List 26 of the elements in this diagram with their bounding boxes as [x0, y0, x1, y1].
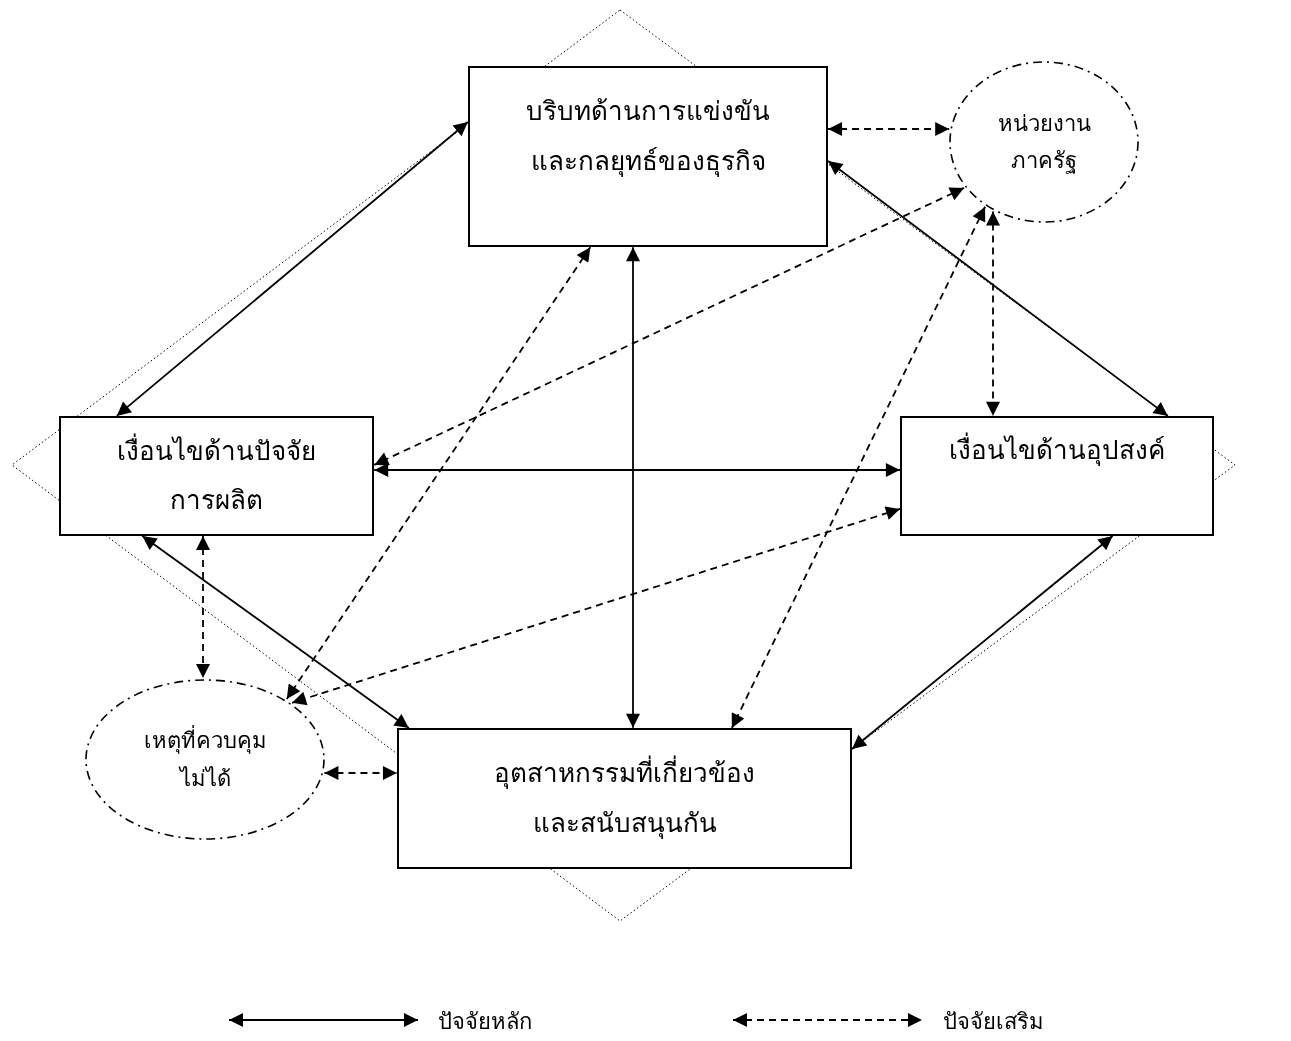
- dashed-arrow: [373, 187, 965, 466]
- process-box: [900, 416, 1214, 536]
- node-label: เงื่อนไขด้านอุปสงค์: [949, 426, 1165, 476]
- node-label: เงื่อนไขด้านปัจจัย การผลิต: [117, 426, 316, 526]
- dashed-arrow: [285, 246, 592, 700]
- legend-label: ปัจจัยหลัก: [438, 1008, 532, 1036]
- dashed-arrow: [196, 535, 210, 679]
- node-label: อุตสาหกรรมที่เกี่ยวข้อง และสนับสนุนกัน: [494, 749, 755, 848]
- legend-label: ปัจจัยเสริม: [943, 1008, 1044, 1036]
- dashed-arrow: [291, 506, 901, 706]
- process-box: [468, 66, 828, 247]
- arrow: [373, 463, 901, 477]
- arrow: [626, 246, 640, 729]
- node-label: เหตุที่ควบคุม ไม่ได้: [143, 722, 267, 797]
- dashed-arrow: [986, 210, 1000, 417]
- dashed-arrow: [827, 122, 951, 136]
- dashed-arrow: [323, 766, 398, 780]
- node-label: หน่วยงาน ภาครัฐ: [997, 109, 1091, 176]
- process-box: [397, 728, 852, 869]
- node-label: บริบทด้านการแข่งขัน และกลยุทธ์ของธุรกิจ: [526, 96, 770, 179]
- dashed-arrow: [731, 205, 986, 729]
- arrow: [115, 121, 469, 417]
- arrow: [851, 535, 1114, 750]
- process-box: [59, 416, 374, 536]
- arrow: [827, 160, 1169, 417]
- arrow: [141, 535, 410, 729]
